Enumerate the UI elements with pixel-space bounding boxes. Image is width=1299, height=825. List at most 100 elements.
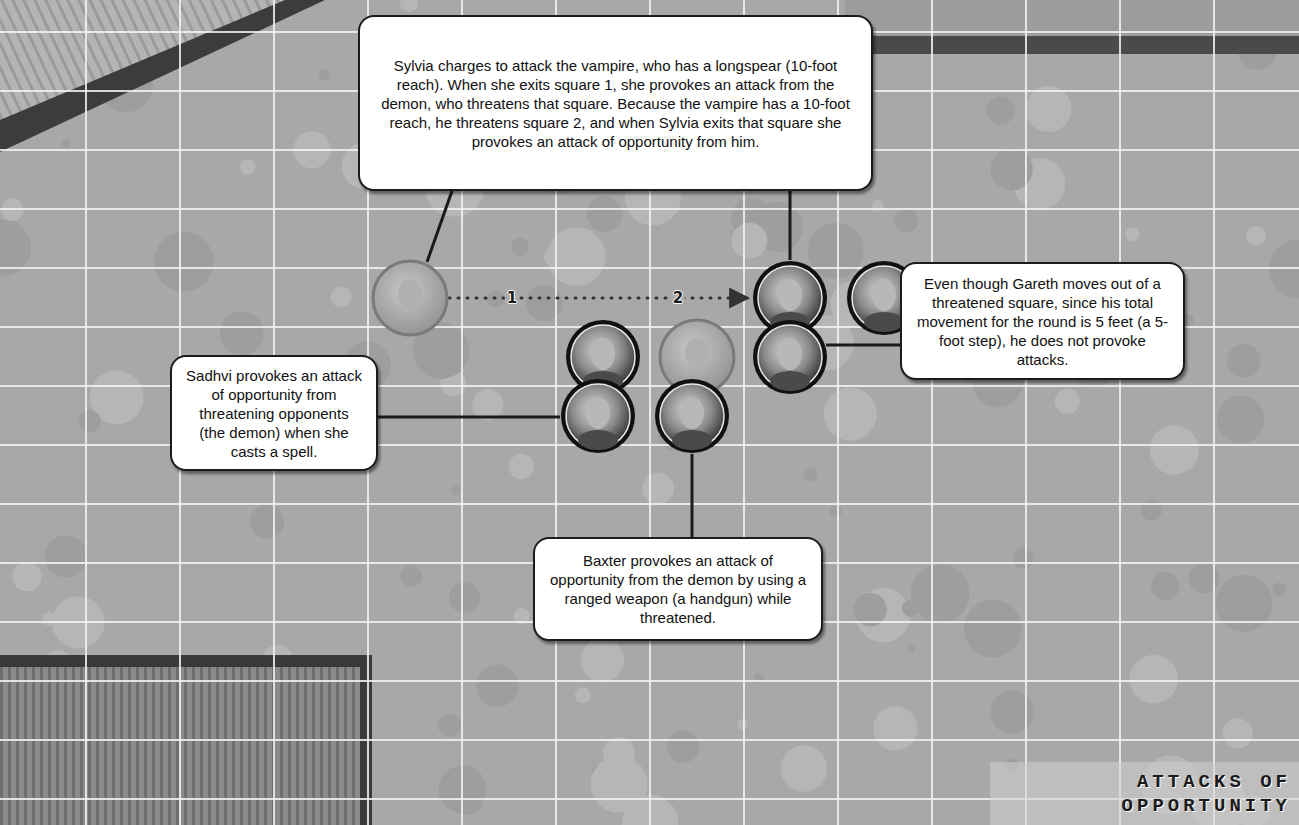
ground-spot [1217, 396, 1265, 444]
token-body [864, 312, 904, 332]
character-token [753, 320, 827, 394]
ground-spot [1125, 227, 1139, 241]
ground-spot [990, 691, 1033, 734]
grid-line [85, 0, 87, 825]
ground-spot [804, 468, 818, 482]
leader-line [789, 191, 792, 260]
ground-spot [667, 731, 699, 763]
token-ring [753, 320, 827, 394]
ground-spot [986, 96, 1014, 124]
ground-spot [511, 238, 529, 256]
movement-path [449, 297, 748, 300]
token-face [778, 338, 802, 370]
ground-spot [586, 196, 622, 232]
ground-spot [476, 664, 519, 707]
grid-line [1119, 0, 1121, 825]
grid-line [1025, 0, 1027, 825]
callout-box: Baxter provokes an attack of opportunity… [533, 537, 823, 641]
grid-line [1213, 0, 1215, 825]
ground-spot [1026, 86, 1072, 132]
ground-spot [154, 232, 214, 292]
ground-spot [526, 284, 563, 321]
ghost-token [373, 261, 447, 335]
token-body [578, 430, 618, 450]
callout-text: Even though Gareth moves out of a threat… [916, 274, 1169, 369]
ground-spot [45, 535, 87, 577]
ground-spot [62, 139, 71, 148]
ground-spot [319, 69, 330, 80]
ground-spot [1272, 582, 1286, 596]
ground-spot [575, 687, 591, 703]
ground-spot [250, 505, 284, 539]
ground-spot [732, 223, 768, 259]
ground-spot [1151, 572, 1179, 600]
ground-spot [591, 756, 648, 813]
token-face [685, 338, 709, 368]
callout-text: Sylvia charges to attack the vampire, wh… [374, 56, 857, 151]
ground-spot [781, 745, 828, 792]
ground-spot [830, 505, 842, 517]
leader-line [826, 344, 900, 347]
character-token [655, 379, 729, 453]
callout-number: 1 [505, 290, 519, 306]
ground-spot [438, 714, 461, 737]
token-face [872, 279, 896, 311]
leader-line [378, 416, 560, 419]
ground-spot [400, 565, 422, 587]
map-title: ATTACKS OF OPPORTUNITY [1091, 770, 1291, 818]
ground-spot [1055, 389, 1080, 414]
ground-spot [907, 645, 915, 653]
ground-spot [1269, 240, 1299, 299]
ground-spot [449, 582, 480, 613]
token-ring [373, 261, 447, 335]
ground-spot [808, 223, 864, 279]
title-panel [990, 762, 1299, 825]
ground-spot [1227, 344, 1261, 378]
token-ring [561, 379, 635, 453]
ground-spot [737, 719, 747, 729]
grid-line [0, 208, 1299, 210]
ground-spot [400, 0, 418, 12]
callout-text: Sadhvi provokes an attack of opportunity… [186, 366, 362, 461]
token-face [591, 338, 615, 370]
callout-box: Even though Gareth moves out of a threat… [900, 262, 1185, 380]
token-face [398, 279, 422, 309]
token-face [586, 397, 610, 429]
building-edge [845, 36, 1299, 54]
ground-spot [1216, 575, 1273, 632]
leader-line [427, 191, 452, 262]
ground-spot [452, 486, 461, 495]
ground-spot [1141, 500, 1162, 521]
tokens [373, 261, 921, 453]
ground-spot [220, 311, 264, 355]
ground-spot [331, 287, 352, 308]
grid-line [0, 680, 1299, 682]
ground-spot [78, 410, 101, 433]
ground-spot [1223, 719, 1253, 749]
ground-spot [240, 159, 256, 175]
token-face [778, 279, 802, 311]
grid-line [0, 739, 1299, 741]
ground-spot [581, 638, 624, 681]
character-token [561, 379, 635, 453]
ground-spot [873, 706, 917, 750]
ground-spot [964, 600, 1022, 658]
ground-spot [12, 562, 41, 591]
grid-line [931, 0, 933, 825]
ground-spot [1150, 425, 1199, 474]
ground-spot [911, 564, 970, 623]
roof-edge [0, 0, 325, 152]
token-body [770, 371, 810, 391]
grid-line [0, 503, 1299, 505]
token-ring [655, 379, 729, 453]
leader-line [691, 454, 694, 537]
ground-spot [1246, 226, 1266, 246]
ground-spot [642, 473, 674, 505]
ground-spot [509, 454, 534, 479]
token-face [680, 397, 704, 429]
callout-box: Sylvia charges to attack the vampire, wh… [358, 15, 873, 191]
